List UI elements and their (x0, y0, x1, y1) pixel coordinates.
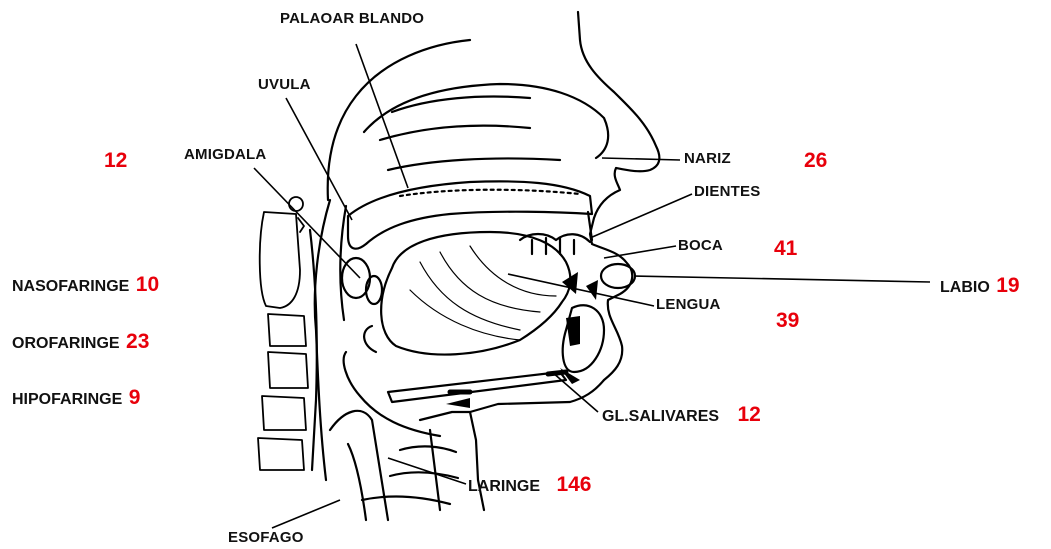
orofaringe-label: OROFARINGE 23 (12, 331, 149, 352)
hipofaringe-count: 9 (129, 386, 141, 409)
leader-esofago (272, 500, 340, 528)
orofaringe-count: 23 (126, 330, 149, 353)
cervical-vertebrae (258, 197, 308, 470)
leader-labio (634, 276, 930, 282)
nariz-label: NARIZ (684, 151, 731, 166)
teeth-outline (520, 234, 590, 242)
esophagus-outline (330, 411, 388, 520)
boca-count: 41 (774, 238, 797, 259)
skull-outline (328, 40, 470, 200)
amigdala-label: AMIGDALA (184, 147, 266, 162)
nasofaringe-count: 10 (136, 273, 159, 296)
nasal-cavity-outline (364, 84, 608, 158)
boca-label: BOCA (678, 238, 723, 253)
dientes-label: DIENTES (694, 184, 760, 199)
lengua-label: LENGUA (656, 297, 721, 312)
gl-salivares-text: GL.SALIVARES (602, 408, 719, 425)
nasofaringe-label: NASOFARINGE 10 (12, 274, 159, 295)
gl-salivares-label: GL.SALIVARES 12 (602, 404, 761, 425)
esofago-label: ESOFAGO (228, 530, 304, 545)
hipofaringe-text: HIPOFARINGE (12, 391, 122, 408)
leader-nariz (602, 158, 680, 160)
gl-salivares-count: 12 (738, 403, 761, 426)
leader-laringe (388, 458, 466, 484)
hipofaringe-label: HIPOFARINGE 9 (12, 387, 140, 408)
orofaringe-text: OROFARINGE (12, 335, 120, 352)
amigdala-count: 12 (104, 150, 127, 171)
labio-text: LABIO (940, 279, 990, 296)
lengua-count: 39 (776, 310, 799, 331)
nariz-count: 26 (804, 150, 827, 171)
labio-label: LABIO 19 (940, 275, 1020, 296)
laringe-label: LARINGE 146 (468, 474, 592, 495)
larynx-outline (420, 412, 484, 510)
uvula-label: UVULA (258, 77, 311, 92)
palaoar-blando-label: PALAOAR BLANDO (280, 11, 424, 26)
mandible-outline (563, 305, 604, 372)
laringe-count: 146 (556, 473, 591, 496)
lip-shape (601, 264, 635, 288)
hyoid-bar (388, 372, 566, 402)
nasofaringe-text: NASOFARINGE (12, 278, 129, 295)
leader-palaoar-blando (356, 44, 408, 188)
laringe-text: LARINGE (468, 478, 540, 495)
labio-count: 19 (996, 274, 1019, 297)
